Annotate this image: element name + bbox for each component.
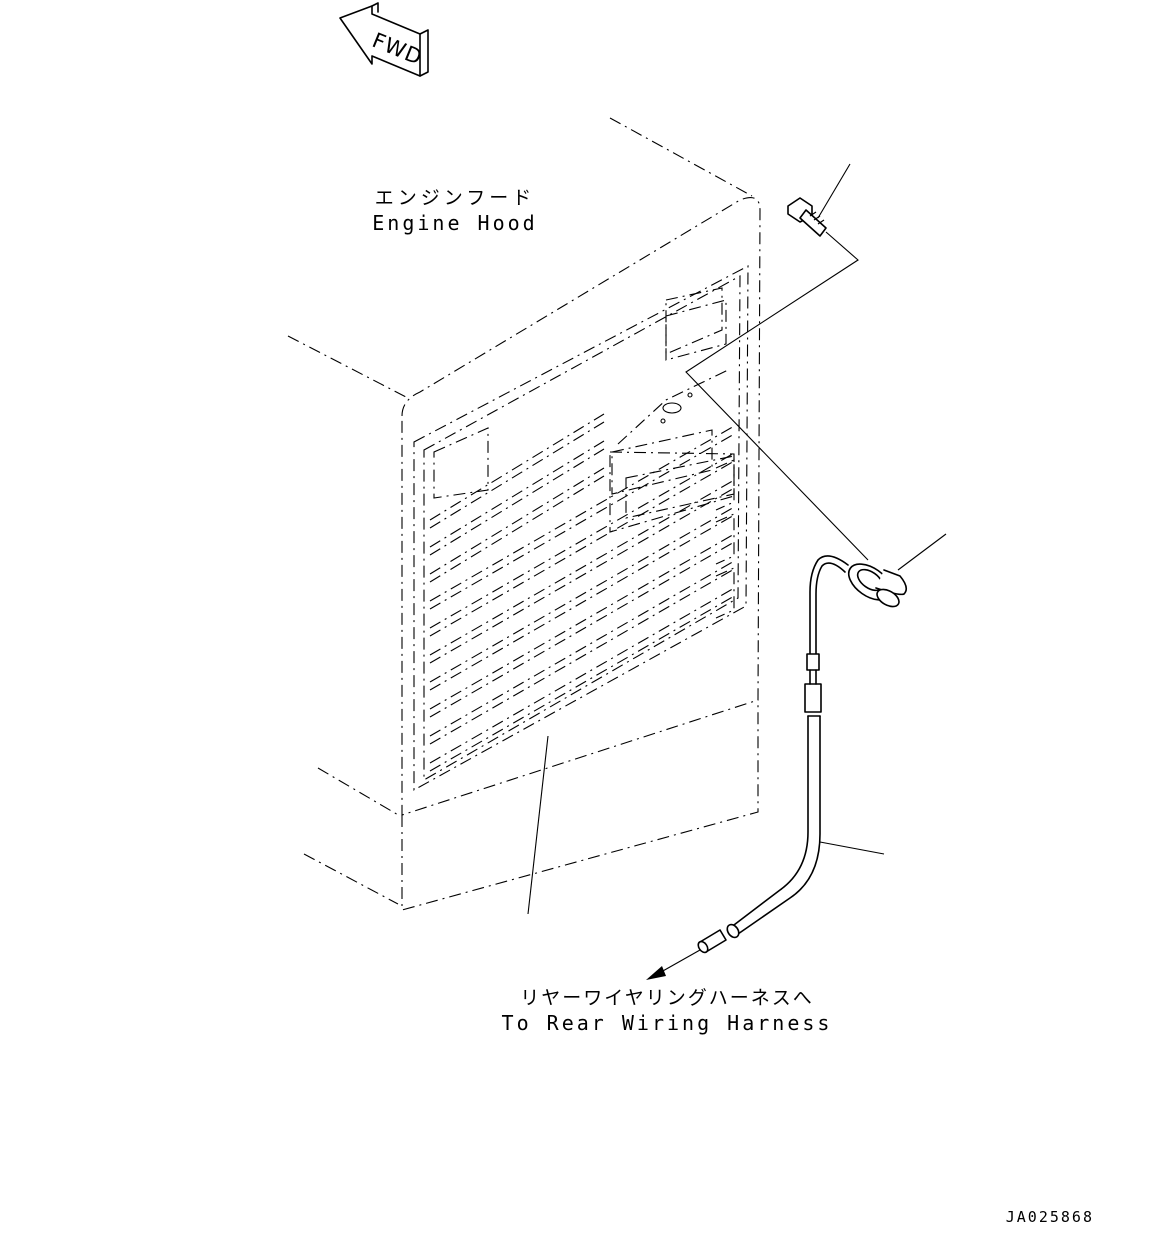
grille-slat	[429, 475, 605, 583]
engine-hood-label-jp: エンジンフード	[375, 187, 535, 209]
drawing-number: JA025868	[1006, 1208, 1094, 1226]
grille-slat	[429, 440, 605, 548]
rear-lamp-assembly	[847, 563, 908, 608]
engine-hood-label-en: Engine Hood	[372, 211, 537, 235]
grille-slat	[429, 567, 737, 745]
grille-slat	[429, 413, 605, 521]
grille-slat	[429, 467, 605, 575]
grille-slat	[429, 505, 737, 683]
grille-slat	[429, 513, 737, 691]
grille-slat	[429, 459, 737, 637]
grille-slat	[429, 424, 737, 602]
grille-slat	[429, 540, 737, 718]
grille-slat	[429, 486, 737, 664]
grille-slat	[429, 451, 737, 629]
grille-slat	[429, 532, 737, 710]
grille-side-bracket	[715, 459, 735, 511]
rear-harness-label-jp: リヤーワイヤリングハーネスへ	[520, 987, 813, 1009]
rear-harness-label-en: To Rear Wiring Harness	[502, 1011, 833, 1035]
grille-slat	[429, 478, 737, 656]
wiring-harness	[646, 555, 849, 980]
grille-slat	[429, 432, 737, 610]
grille-slat	[429, 559, 737, 737]
grille-slat	[429, 586, 737, 764]
leader-lines	[527, 163, 947, 915]
grille-side-bracket	[715, 513, 735, 565]
mounting-bolt	[787, 197, 827, 237]
grille-side-bracket	[715, 567, 735, 619]
fwd-direction-arrow: FWD	[339, 2, 429, 77]
grille-slat	[429, 448, 605, 556]
grille-slat	[429, 421, 605, 529]
grille-slat	[429, 594, 737, 772]
engine-hood-outline	[287, 117, 761, 911]
